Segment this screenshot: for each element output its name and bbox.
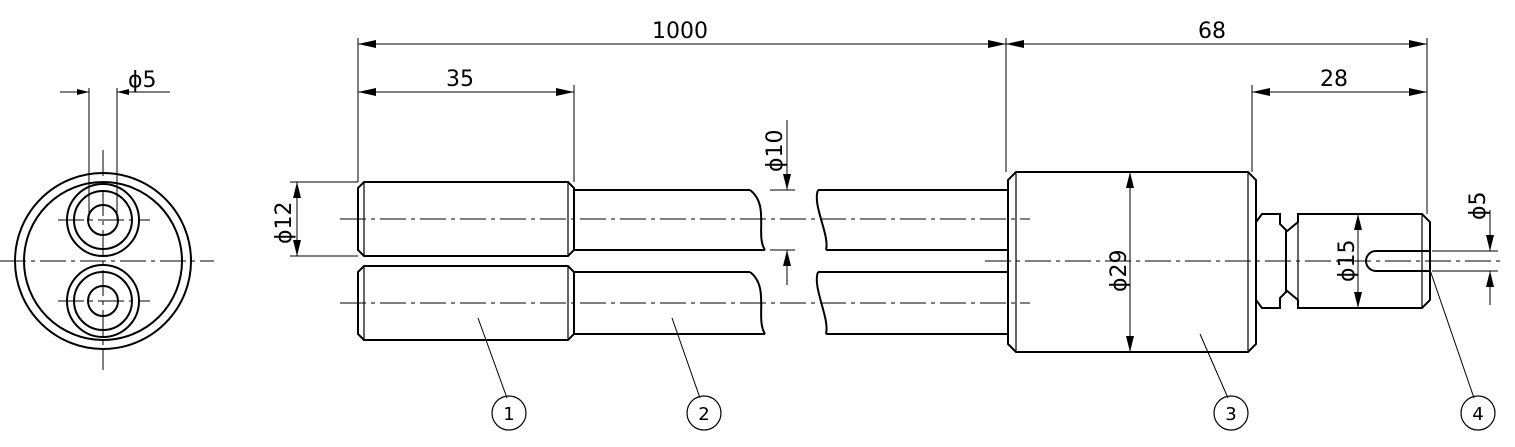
balloon-3 xyxy=(1213,395,1249,431)
fitting-length-label: 68 xyxy=(1198,19,1226,44)
part-balloons: 1 2 3 4 xyxy=(477,269,1496,431)
balloon-2-label: 2 xyxy=(698,404,709,425)
dimension-lines: 1000 68 35 28 ϕ12 ϕ10 ϕ29 xyxy=(272,19,1498,352)
nipple-length-label: 28 xyxy=(1320,67,1348,92)
slot-width-label: ϕ5 xyxy=(1466,191,1491,220)
end-view-hole-dim-label: ϕ5 xyxy=(128,68,157,93)
fitting-diameter-label: ϕ29 xyxy=(1107,249,1132,292)
balloon-3-label: 3 xyxy=(1225,404,1236,425)
tube-diameter-label: ϕ10 xyxy=(763,129,788,172)
overall-length-label: 1000 xyxy=(652,19,708,44)
end-view: ϕ5 xyxy=(0,68,214,370)
balloon-1 xyxy=(491,395,527,431)
upper-tube xyxy=(340,181,1030,257)
end-section-length-label: 35 xyxy=(446,67,474,92)
lower-tube xyxy=(340,265,1030,341)
balloon-2 xyxy=(686,395,722,431)
fitting-body xyxy=(1007,171,1257,353)
balloon-1-label: 1 xyxy=(503,404,514,425)
balloon-4-label: 4 xyxy=(1472,404,1483,425)
end-section-diameter-label: ϕ12 xyxy=(272,201,297,244)
nipple-diameter-label: ϕ15 xyxy=(1335,239,1360,282)
balloon-4 xyxy=(1460,395,1496,431)
